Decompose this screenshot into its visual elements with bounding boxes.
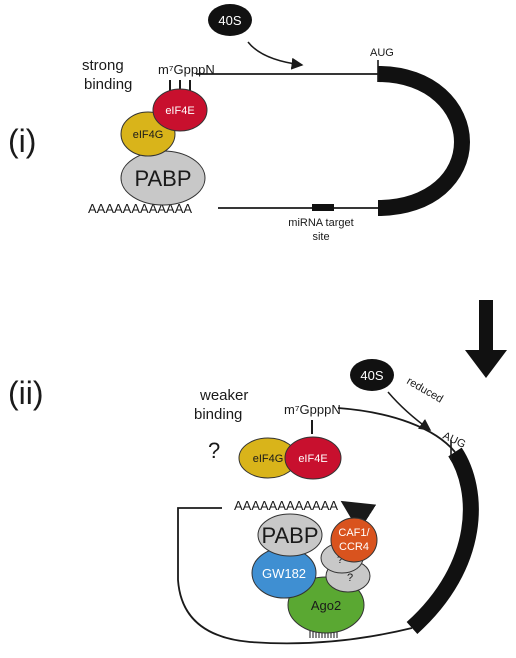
unknown-factor-1-label: ? xyxy=(337,554,343,566)
ago2-label: Ago2 xyxy=(311,598,341,613)
panel-i: (i) 40S strong binding m⁷GpppN AUG miRNA… xyxy=(8,4,471,243)
poly-a-tail: AAAAAAAAAAAA xyxy=(234,498,338,513)
binding-note-line1: weaker xyxy=(199,387,248,404)
eif4e-label: eIF4E xyxy=(298,453,327,465)
question-mark: ? xyxy=(208,438,220,463)
panel-i-label: (i) xyxy=(8,123,36,159)
eif4g-label: eIF4G xyxy=(133,129,164,141)
caf1-label-line2: CCR4 xyxy=(339,541,369,553)
unknown-factor-2-label: ? xyxy=(347,572,353,584)
three-prime-utr xyxy=(177,507,413,645)
ribosome-40s xyxy=(350,359,394,391)
reduced-label: reduced xyxy=(405,375,445,405)
caf1-ccr4 xyxy=(330,517,378,563)
eif4e xyxy=(152,88,208,132)
ribosome-arrow xyxy=(247,41,304,70)
target-site-label-line1: miRNA target xyxy=(288,217,353,229)
pabp xyxy=(257,513,323,557)
mrna-strand xyxy=(337,407,456,453)
target-site-label-line2: site xyxy=(312,231,329,243)
cap-label: m⁷GpppN xyxy=(284,402,341,417)
ribosome-label: 40S xyxy=(360,368,383,383)
pabp-label: PABP xyxy=(261,523,318,548)
mrna-strand xyxy=(196,73,463,209)
binding-note-line2: binding xyxy=(84,76,132,93)
caf1-label-line1: CAF1/ xyxy=(338,527,370,539)
eif4e xyxy=(284,436,342,480)
panel-ii-label: (ii) xyxy=(8,375,44,411)
aug-label: AUG xyxy=(441,430,468,451)
ribosome-40s xyxy=(208,4,252,36)
ribosome-arrow xyxy=(387,391,432,431)
gw182-label: GW182 xyxy=(262,566,306,581)
mirna-target-site xyxy=(312,204,334,211)
pabp-label: PABP xyxy=(134,166,191,191)
coding-region xyxy=(406,447,479,634)
eif4g-label: eIF4G xyxy=(253,453,284,465)
eif4e-label: eIF4E xyxy=(165,105,194,117)
transition-arrow xyxy=(465,300,507,378)
aug-label: AUG xyxy=(370,47,394,59)
panel-ii: (ii) 40S reduced weaker binding ? m⁷Gppp… xyxy=(8,359,479,645)
ribosome-label: 40S xyxy=(218,13,241,28)
deadenylation-arrow xyxy=(340,500,377,532)
binding-note-line1: strong xyxy=(82,57,124,74)
coding-region xyxy=(377,66,471,216)
binding-note-line2: binding xyxy=(194,406,242,423)
